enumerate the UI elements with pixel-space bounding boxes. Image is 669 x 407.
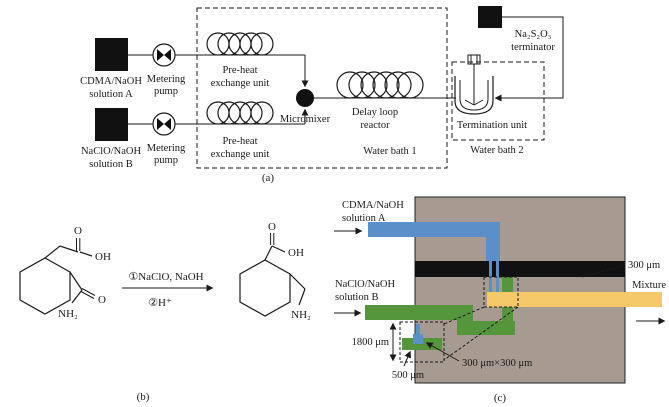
solution-a-label-line2: solution A — [89, 89, 133, 100]
reaction-step1-label: ①NaClO, NaOH — [128, 271, 203, 283]
water-bath-2-label: Water bath 2 — [470, 145, 523, 156]
chip-body — [414, 196, 626, 384]
mixture-label: Mixture — [632, 280, 666, 291]
panel-a-caption: (a) — [262, 172, 275, 184]
chip-solution-b-label-line2: solution B — [335, 292, 378, 303]
terminator-label-line2: terminator — [511, 42, 555, 53]
micromixer-icon — [296, 89, 314, 107]
metering-pump-b-icon — [152, 112, 176, 136]
pump-b-label-line1: Metering — [147, 143, 186, 154]
water-bath-1-label: Water bath 1 — [363, 146, 416, 157]
water-bath-1-box — [196, 7, 448, 169]
solution-a-reservoir-icon — [95, 38, 128, 71]
metering-pump-a-icon — [152, 43, 176, 67]
panel-b-reaction-scheme: O OH O NH₂ ①NaClO, NaOH ②H⁺ O OH NH₂ (b) — [19, 221, 311, 403]
reactant-acid-o-label: O — [74, 225, 82, 237]
reactant-structure: O OH O NH₂ — [19, 225, 111, 320]
preheat-a-label-line1: Pre-heat — [223, 65, 258, 76]
terminator-label-line1: Na₂S₂O₃ — [515, 29, 552, 40]
solution-b-label-line1: NaClO/NaOH — [81, 146, 141, 157]
zoom-source-box — [483, 276, 519, 308]
dim-500-arrow — [403, 350, 412, 367]
reactant-amide-nh2-label: NH₂ — [58, 308, 78, 320]
zoom-link-line-2 — [443, 306, 519, 361]
product-structure: O OH NH₂ — [239, 221, 311, 321]
panel-a-flow-diagram: CDMA/NaOH solution A NaClO/NaOH solution… — [80, 6, 564, 184]
delay-loop-coil-icon — [336, 71, 424, 99]
chip-solution-a-label-line2: solution A — [342, 213, 386, 224]
stirrer-port-icon — [467, 54, 481, 65]
channel-a-down — [486, 237, 500, 261]
channel-b-inlet — [365, 305, 473, 320]
dim-500-label: 500 μm — [392, 370, 424, 381]
dim-300-leader — [581, 264, 626, 278]
flow-lines — [128, 16, 564, 125]
delay-loop-label-line1: Delay loop — [352, 107, 398, 118]
preheat-coil-a-icon — [206, 32, 274, 56]
reactant-amide-o-label: O — [98, 294, 106, 306]
mixing-plate-bar — [415, 261, 625, 277]
product-acid-oh-label: OH — [288, 247, 304, 259]
solution-b-reservoir-icon — [95, 108, 128, 141]
dim-1800-label: 1800 μm — [352, 337, 389, 348]
preheat-a-label-line2: exchange unit — [211, 78, 270, 89]
water-bath-2-box — [451, 61, 545, 141]
reactant-acid-oh-label: OH — [95, 251, 111, 263]
solution-b-label-line2: solution B — [89, 159, 132, 170]
product-amine-nh2-label: NH₂ — [291, 309, 311, 321]
dim-300x300-label: 300 μm×300 μm — [462, 358, 532, 369]
pump-a-label-line2: pump — [154, 86, 178, 97]
panel-c-caption: (c) — [494, 392, 507, 404]
dim-300x300-arrow — [425, 342, 460, 362]
panel-b-caption: (b) — [137, 391, 150, 403]
zoom-micro-channel — [416, 324, 420, 336]
zoom-link-line-1 — [443, 306, 485, 325]
channel-mixture-outlet — [487, 292, 662, 307]
preheat-b-label-line2: exchange unit — [211, 149, 270, 160]
dim-300-label: 300 μm — [628, 260, 660, 271]
micromixer-label: Micromixer — [280, 114, 331, 125]
chip-solution-b-label-line1: NaClO/NaOH — [335, 279, 395, 290]
panel-c-micromixer-chip: 1800 μm 500 μm 300 μm×300 μm 300 μm CDMA… — [334, 196, 666, 404]
terminator-feed-line — [494, 16, 564, 102]
preheat-b-label-line1: Pre-heat — [223, 136, 258, 147]
product-acid-o-label: O — [268, 221, 276, 233]
termination-unit-label: Termination unit — [457, 120, 527, 131]
pump-b-label-line2: pump — [154, 155, 178, 166]
channel-b-lower — [457, 321, 515, 335]
preheat-coil-b-icon — [206, 101, 274, 125]
chip-solution-a-label-line1: CDMA/NaOH — [342, 200, 404, 211]
micro-channel-2 — [496, 261, 499, 292]
reaction-step2-label: ②H⁺ — [148, 297, 172, 309]
termination-vessel-icon — [454, 54, 494, 115]
delay-loop-label-line2: reactor — [360, 120, 390, 131]
pump-a-label-line1: Metering — [147, 74, 186, 85]
terminator-reservoir-icon — [478, 6, 502, 28]
zoom-cross-section-square — [413, 334, 423, 344]
solution-a-label-line1: CDMA/NaOH — [80, 76, 142, 87]
channel-a-inlet — [368, 222, 500, 237]
